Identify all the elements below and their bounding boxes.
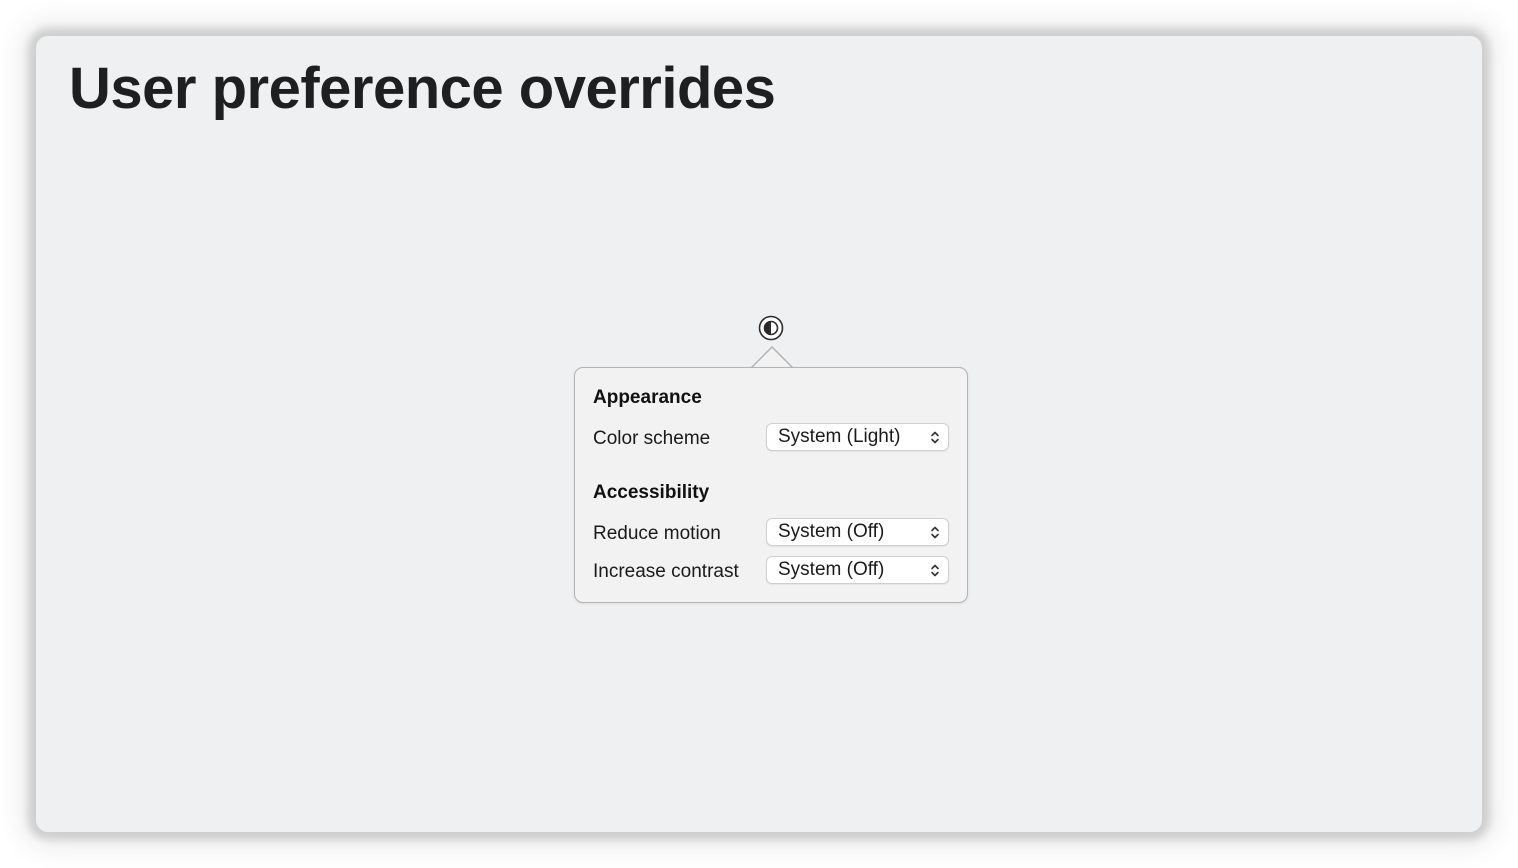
section-heading-appearance: Appearance xyxy=(593,387,702,408)
increase-contrast-select[interactable]: System (Off) xyxy=(766,556,949,584)
reduce-motion-value: System (Off) xyxy=(778,521,885,542)
contrast-toggle-icon xyxy=(758,315,784,341)
color-scheme-value: System (Light) xyxy=(778,426,901,447)
reduce-motion-label: Reduce motion xyxy=(593,523,721,544)
up-down-chevron-icon xyxy=(931,431,939,444)
color-scheme-label: Color scheme xyxy=(593,428,711,449)
increase-contrast-label: Increase contrast xyxy=(593,561,739,582)
up-down-chevron-icon xyxy=(931,564,939,577)
app-window: User preference overrides Appearance Col… xyxy=(36,36,1482,832)
color-scheme-select[interactable]: System (Light) xyxy=(766,423,949,451)
preferences-toggle-button[interactable] xyxy=(758,315,784,341)
increase-contrast-value: System (Off) xyxy=(778,559,885,580)
page-title: User preference overrides xyxy=(69,56,776,121)
section-heading-accessibility: Accessibility xyxy=(593,482,710,503)
preferences-popover: Appearance Color scheme System (Light) A… xyxy=(574,367,968,603)
reduce-motion-select[interactable]: System (Off) xyxy=(766,518,949,546)
up-down-chevron-icon xyxy=(931,526,939,539)
popover-arrow xyxy=(750,346,794,370)
